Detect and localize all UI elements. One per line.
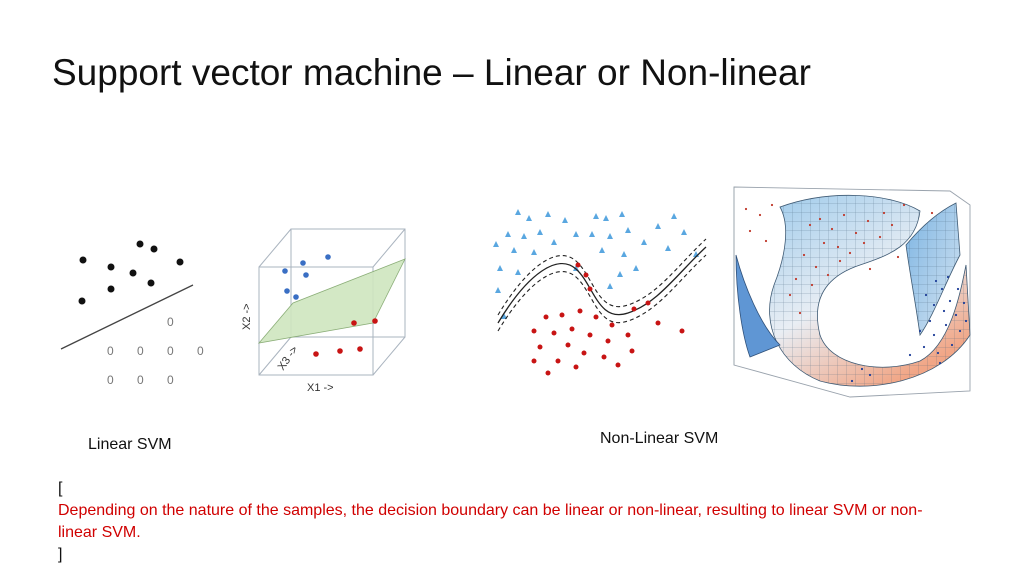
blue-points (282, 254, 331, 300)
svg-text:0: 0 (107, 344, 114, 358)
linear-3d-figure: X2 -> X3 -> X1 -> (241, 228, 406, 394)
red-points (313, 318, 378, 357)
black-points (78, 240, 184, 305)
zero-points: 0 0 0 0 0 0 0 0 (107, 315, 204, 387)
axis-x2-label: X2 -> (241, 303, 253, 330)
axis-x3-label: X3 -> (276, 344, 301, 373)
linear-svm-label: Linear SVM (88, 436, 172, 453)
separating-plane (257, 258, 406, 344)
triangle-points (493, 209, 699, 319)
red-point-cloud (744, 203, 934, 315)
open-bracket: [ (58, 480, 63, 497)
svg-text:0: 0 (107, 373, 114, 387)
blue-point-cloud (850, 275, 968, 383)
svg-text:0: 0 (137, 373, 144, 387)
explanation-text: Depending on the nature of the samples, … (58, 502, 923, 541)
cube-wireframe (258, 228, 406, 376)
close-bracket: ] (58, 546, 63, 563)
surface-left-sheet (735, 254, 781, 358)
svg-text:0: 0 (197, 344, 204, 358)
nonlinear-2d-figure (493, 209, 707, 376)
svg-text:0: 0 (167, 344, 174, 358)
decision-line (60, 284, 194, 350)
nonlinear-boundary (497, 238, 707, 332)
axis-x1-label: X1 -> (307, 382, 334, 394)
slide-title: Support vector machine – Linear or Non-l… (52, 52, 811, 93)
svg-text:0: 0 (137, 344, 144, 358)
svg-text:0: 0 (167, 373, 174, 387)
svg-text:0: 0 (167, 315, 174, 329)
nonlinear-3d-figure (733, 186, 971, 398)
nonlinear-svm-label: Non-Linear SVM (600, 430, 719, 447)
box-wireframe (733, 186, 971, 398)
dot-points (531, 262, 685, 376)
linear-2d-figure: 0 0 0 0 0 0 0 0 (60, 240, 204, 387)
explanation-note: [ Depending on the nature of the samples… (58, 478, 938, 566)
